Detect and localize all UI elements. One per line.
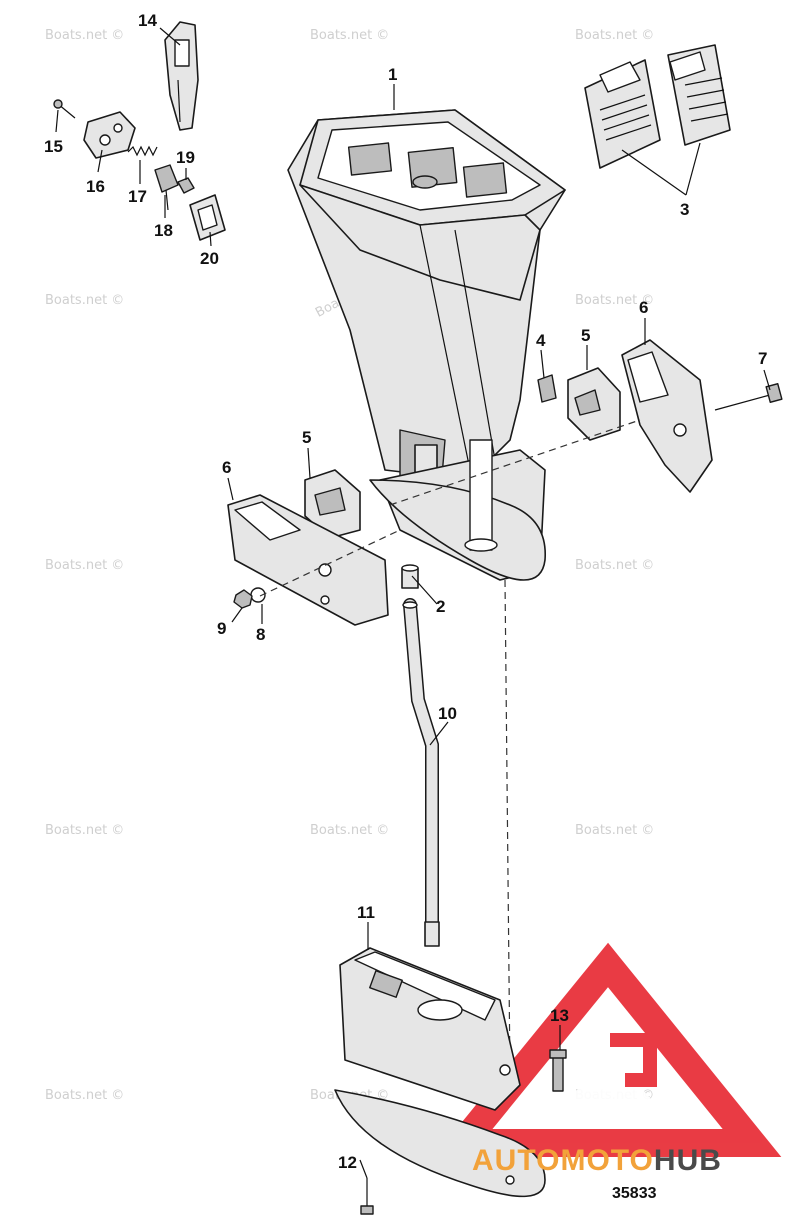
driveshaft-housing	[287, 109, 566, 581]
watermark: Boats.net ©	[575, 293, 655, 308]
callout-11: 11	[357, 903, 375, 922]
top-cover-piece	[164, 21, 199, 131]
nut-9	[233, 589, 253, 609]
callout-2: 2	[436, 597, 445, 616]
fitting-18	[154, 164, 179, 211]
gasket-20	[189, 194, 226, 241]
watermark: Boats.net ©	[45, 1088, 125, 1103]
water-tube-10	[402, 598, 440, 947]
watermark: Boats.net ©	[310, 28, 390, 43]
callout-8: 8	[256, 625, 265, 644]
bolt-13	[549, 1049, 567, 1092]
callout-12: 12	[338, 1153, 357, 1172]
watermark: Boats.net ©	[575, 558, 655, 573]
watermark: Boats.net ©	[45, 293, 125, 308]
side-cover-pair	[584, 44, 731, 169]
callout-13: 13	[550, 1006, 569, 1025]
callout-20: 20	[200, 249, 219, 268]
mount-5-right	[567, 367, 621, 441]
callout-9: 9	[217, 619, 226, 638]
logo-text-part1: AUTOMOTO	[472, 1144, 654, 1177]
callout-5-left: 5	[302, 428, 311, 447]
bracket-16	[83, 111, 136, 159]
callout-5-right: 5	[581, 326, 590, 345]
screw-12	[360, 1178, 374, 1215]
watermark: Boats.net ©	[45, 28, 125, 43]
leader-lines	[55, 27, 771, 1179]
logo-text: AUTOMOTOHUB	[472, 1144, 722, 1177]
bushing-2	[401, 564, 419, 589]
bolt-7	[714, 383, 783, 411]
callout-16: 16	[86, 177, 105, 196]
nut-19	[177, 177, 195, 194]
figure-number: 35833	[612, 1185, 657, 1202]
watermark: Boats.net ©	[45, 823, 125, 838]
watermark: Boats.net ©	[575, 28, 655, 43]
callout-1: 1	[388, 65, 397, 84]
lower-plate-11	[334, 947, 546, 1198]
callout-7: 7	[758, 349, 767, 368]
bracket-6-left	[227, 494, 389, 626]
callout-3: 3	[680, 200, 689, 219]
logo-text-part2: HUB	[654, 1144, 722, 1177]
watermark: Boats.net ©	[575, 823, 655, 838]
callout-labels: 1 2 3 4 5 5 6 6 7 8 9 10 11 12 13 14 15 …	[44, 11, 767, 1172]
watermark: Boats.net ©	[45, 558, 125, 573]
callout-6-right: 6	[639, 298, 648, 317]
callout-17: 17	[128, 187, 147, 206]
screw-15	[53, 99, 76, 119]
callout-18: 18	[154, 221, 173, 240]
mount-5-left	[304, 469, 361, 539]
callout-19: 19	[176, 148, 195, 167]
callout-6-left: 6	[222, 458, 231, 477]
callout-10: 10	[438, 704, 457, 723]
bracket-6-right	[621, 339, 713, 493]
automotohub-logo	[433, 942, 782, 1157]
callout-4: 4	[536, 331, 546, 350]
callout-15: 15	[44, 137, 63, 156]
callout-14: 14	[138, 11, 157, 30]
watermark: Boats.net ©	[310, 823, 390, 838]
spring-17	[127, 145, 158, 157]
spacer-4	[537, 374, 557, 403]
